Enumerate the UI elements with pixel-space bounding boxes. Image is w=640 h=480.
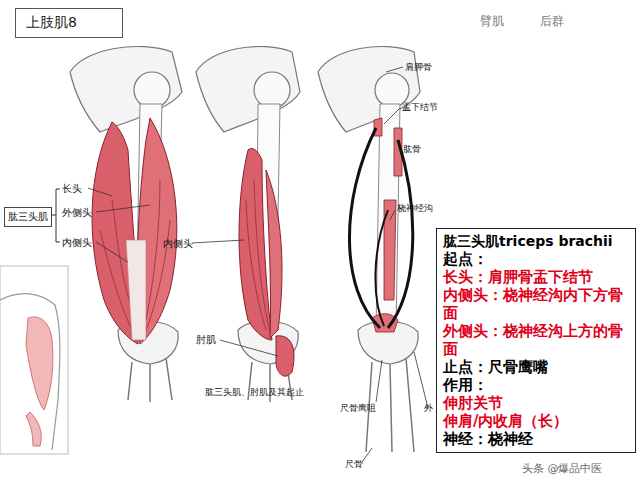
box-text: 神经：桡神经 [443,430,629,448]
part-label: 肘肌 [196,334,216,345]
part-label: 外侧头 [62,207,92,218]
part-label: 肩胛骨 [405,63,432,73]
part-label: 尺骨鹰咀 [340,404,376,414]
box-text: 外侧头：桡神经沟上方的骨面 [443,322,629,358]
info-box: 肱三头肌triceps brachii起点：长头：肩胛骨盂下结节内侧头：桡神经沟… [436,228,636,453]
part-label: 尺骨 [345,460,363,470]
part-label: 内侧头 [163,238,193,249]
muscle-name-box: 肱三头肌 [4,207,52,227]
middle-arm-figure [192,46,300,402]
inset-figure [0,266,68,454]
figure-caption: 肱三头肌、肘肌及其起止 [205,388,304,398]
part-label: 长头 [62,183,82,194]
box-text: 长头：肩胛骨盂下结节 [443,268,629,286]
section-label: 后群 [540,15,564,28]
box-text: 内侧头：桡神经沟内下方骨面 [443,286,629,322]
watermark: 头条 @爆品中医 [522,463,603,475]
box-text: 伸肩/内收肩（长） [443,412,629,430]
part-label: 盂下结节 [402,103,438,113]
part-label: 桡神经沟 [397,204,433,214]
box-text: 止点：尺骨鹰嘴 [443,358,629,376]
box-text: 起点： [443,250,629,268]
box-heading: 肱三头肌 [8,210,48,224]
left-arm-figure [52,46,182,402]
box-heading: 肱三头肌triceps brachii [443,233,629,250]
part-label: 内侧头 [62,237,92,248]
box-text: 作用： [443,376,629,394]
box-text: 伸肘关节 [443,394,629,412]
title-box: 上肢肌8 [15,8,123,38]
part-label: 外 [424,404,433,414]
box-heading: 上肢肌8 [26,14,112,32]
part-label: 肱骨 [403,145,421,155]
section-label: 臂肌 [480,15,504,28]
